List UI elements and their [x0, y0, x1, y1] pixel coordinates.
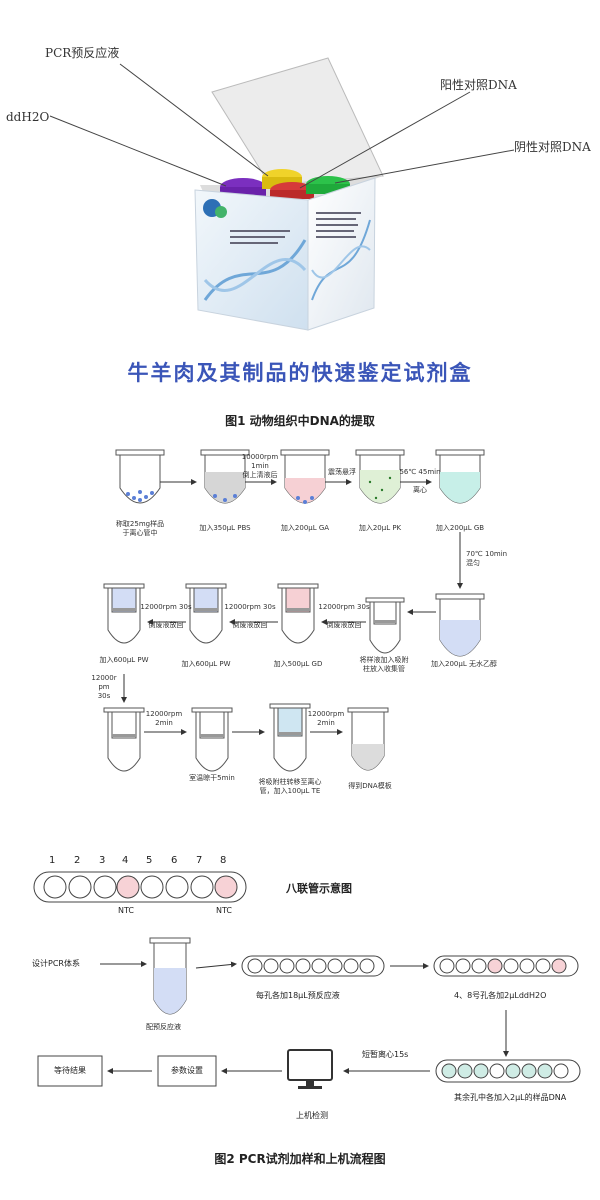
params-label: 参数设置 [171, 1066, 203, 1075]
mix-label: 配预反应液 [146, 1023, 181, 1031]
tube-ethanol [435, 593, 485, 657]
box-side [307, 177, 376, 331]
column-load [365, 597, 405, 654]
figure1-diagram [103, 449, 485, 772]
figure2-caption: 图2 PCR试剂加样和上机流程图 [214, 1152, 386, 1166]
step-ddh2o-label: 4、8号孔各加2μLddH2O [454, 991, 547, 1000]
well-number-3: 3 [99, 855, 106, 866]
tube-gb [435, 449, 485, 504]
kit-illustration [49, 57, 515, 331]
tube-ga [280, 449, 330, 504]
well-number-7: 7 [196, 855, 203, 866]
well-number-6: 6 [171, 855, 178, 866]
monitor-icon [287, 1049, 333, 1089]
wait-label: 等待结果 [54, 1066, 86, 1075]
label-negative-control: 阴性对照DNA [514, 140, 591, 154]
column-spin [103, 707, 145, 772]
arrow-label-4: 12000rpm 30s 倒废液放回 [318, 603, 370, 629]
step-ga: 加入200μL GA [280, 524, 330, 532]
step-ethanol: 加入200μL 无水乙醇 [431, 660, 497, 668]
step-gd: 加入500μL GD [273, 660, 323, 668]
tube-pk [355, 449, 405, 504]
column-te [269, 703, 311, 772]
mix-tube [149, 937, 191, 1015]
well-number-2: 2 [74, 855, 81, 866]
label-pcr-mix: PCR预反应液 [45, 46, 120, 60]
down-label-2: 12000r pm 30s [91, 674, 117, 700]
strip-title: 八联管示意图 [286, 882, 352, 895]
arrow-label-5: 12000rpm 30s 倒废液放回 [224, 603, 276, 629]
ntc-label-left: NTC [118, 906, 134, 915]
step-dry: 室温晾干5min [189, 774, 235, 782]
tube-sample [115, 449, 165, 504]
down-label-1: 70℃ 10min 混匀 [466, 550, 508, 567]
step-sample: 称取25mg样品 于离心管中 [115, 520, 165, 537]
tube-pbs [200, 449, 250, 504]
step-18ul-label: 每孔各加18μL预反应液 [256, 991, 340, 1000]
column-gd [277, 583, 319, 644]
arrow-label-2: 震荡悬浮 [328, 468, 356, 476]
strip-wells [43, 875, 238, 899]
well-number-8: 8 [220, 855, 227, 866]
step-pk: 加入20μL PK [358, 524, 402, 532]
step-pw-1: 加入600μL PW [99, 656, 149, 664]
arrow-label-1: 10000rpm 1min 倒上清液后 [241, 453, 279, 479]
ntc-label-right: NTC [216, 906, 232, 915]
machine-label: 上机检测 [296, 1111, 328, 1120]
column-pw-1 [103, 583, 145, 644]
arrow-label-7: 12000rpm 2min [145, 710, 183, 727]
step-sample-label: 其余孔中各加入2μL的样品DNA [454, 1093, 567, 1102]
well-number-5: 5 [146, 855, 153, 866]
figure2-diagram [33, 871, 581, 1089]
step-pw-2: 加入600μL PW [181, 660, 231, 668]
tube-dna-template [347, 707, 389, 771]
step-dna-template: 得到DNA模板 [348, 782, 392, 790]
arrow-label-3: 56℃ 45min 离心 [399, 468, 441, 494]
params-box [157, 1055, 217, 1087]
centrifuge-label: 短暂离心15s [362, 1050, 409, 1059]
column-dry [191, 707, 233, 772]
figure1-caption: 图1 动物组织中DNA的提取 [225, 414, 375, 428]
wait-box [37, 1055, 103, 1087]
arrow-label-8: 12000rpm 2min [307, 710, 345, 727]
well-number-4: 4 [122, 855, 129, 866]
arrow-label-6: 12000rpm 30s 倒废液放回 [140, 603, 192, 629]
label-positive-control: 阳性对照DNA [440, 78, 517, 92]
design-pcr-label: 设计PCR体系 [32, 959, 80, 968]
well-number-1: 1 [49, 855, 56, 866]
box-lid [211, 57, 384, 186]
kit-title: 牛羊肉及其制品的快速鉴定试剂盒 [127, 360, 473, 385]
step-pbs: 加入350μL PBS [199, 524, 251, 532]
step-gb: 加入200μL GB [435, 524, 485, 532]
label-ddh2o: ddH2O [6, 110, 50, 124]
step-load-column: 将样液加入吸附 柱放入收集管 [359, 656, 409, 673]
step-te: 将吸附柱转移至离心 管，加入100μL TE [258, 778, 322, 795]
column-pw-2 [185, 583, 227, 644]
